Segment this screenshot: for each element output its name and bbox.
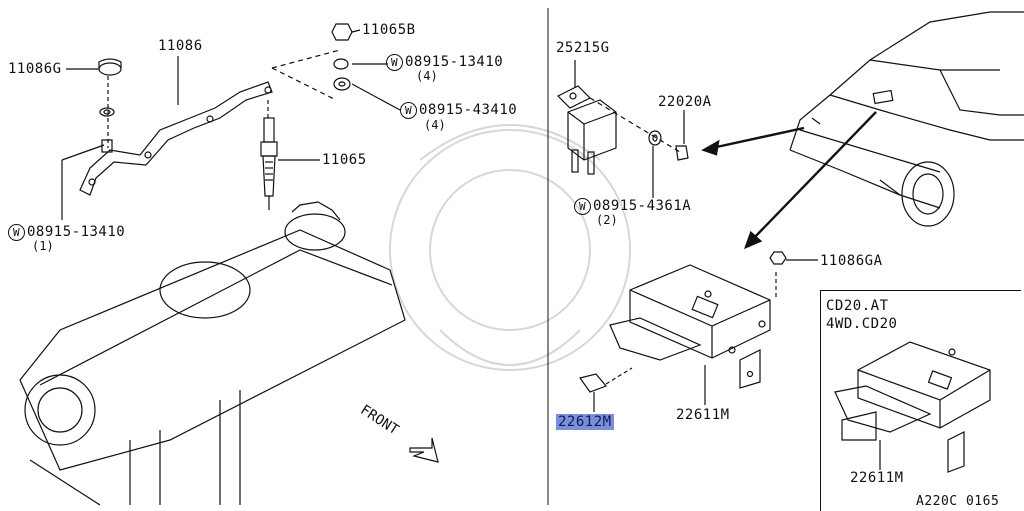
washer-mark-icon: W	[574, 198, 591, 215]
bolt-11086g	[98, 58, 122, 153]
ecu-bracket-main	[609, 251, 787, 389]
label-11065: 11065	[322, 152, 367, 168]
qty-w2: (4)	[424, 118, 446, 132]
label-11086: 11086	[158, 38, 203, 54]
nut-11065b	[271, 23, 353, 101]
qty-w1: (4)	[416, 69, 438, 83]
variant-inset-frame	[820, 290, 1021, 511]
label-22611m-variant: 22611M	[850, 470, 904, 486]
highlighted-part-number[interactable]: 22612M	[556, 414, 614, 430]
ecu-bracket-variant	[834, 341, 991, 473]
variant-line-1: CD20.AT	[826, 298, 889, 314]
washer-mark-icon: W	[8, 224, 25, 241]
label-11086g: 11086G	[8, 61, 62, 77]
screw-22020a	[648, 110, 689, 198]
part-number-w1: 08915-13410	[405, 54, 504, 70]
callout-arrows	[701, 111, 877, 250]
washer-mark-icon: W	[400, 102, 417, 119]
clip-22612m	[578, 367, 633, 412]
part-number-w2: 08915-43410	[419, 102, 518, 118]
vehicle-outline	[789, 11, 1024, 227]
label-22612m[interactable]: 22612M	[556, 414, 614, 430]
front-arrow	[409, 437, 439, 463]
watermark-emblem	[389, 124, 631, 371]
label-25215g: 25215G	[556, 40, 610, 56]
label-22020a: 22020A	[658, 94, 712, 110]
part-number-w3: 08915-13410	[27, 224, 126, 240]
label-22611m: 22611M	[676, 407, 730, 423]
qty-w3: (1)	[32, 239, 54, 253]
label-11065b: 11065B	[362, 22, 416, 38]
relay-25215g	[556, 60, 681, 175]
glow-plug-plate	[79, 81, 273, 196]
figure-id: A220C 0165	[916, 494, 1000, 509]
qty-w4: (2)	[596, 213, 618, 227]
engine-cover	[19, 201, 406, 506]
glow-plug-11065	[260, 100, 278, 210]
variant-line-2: 4WD.CD20	[826, 316, 898, 332]
washer-mark-icon: W	[386, 54, 403, 71]
part-number-w4: 08915-4361A	[593, 198, 692, 214]
label-11086ga: 11086GA	[820, 253, 883, 269]
